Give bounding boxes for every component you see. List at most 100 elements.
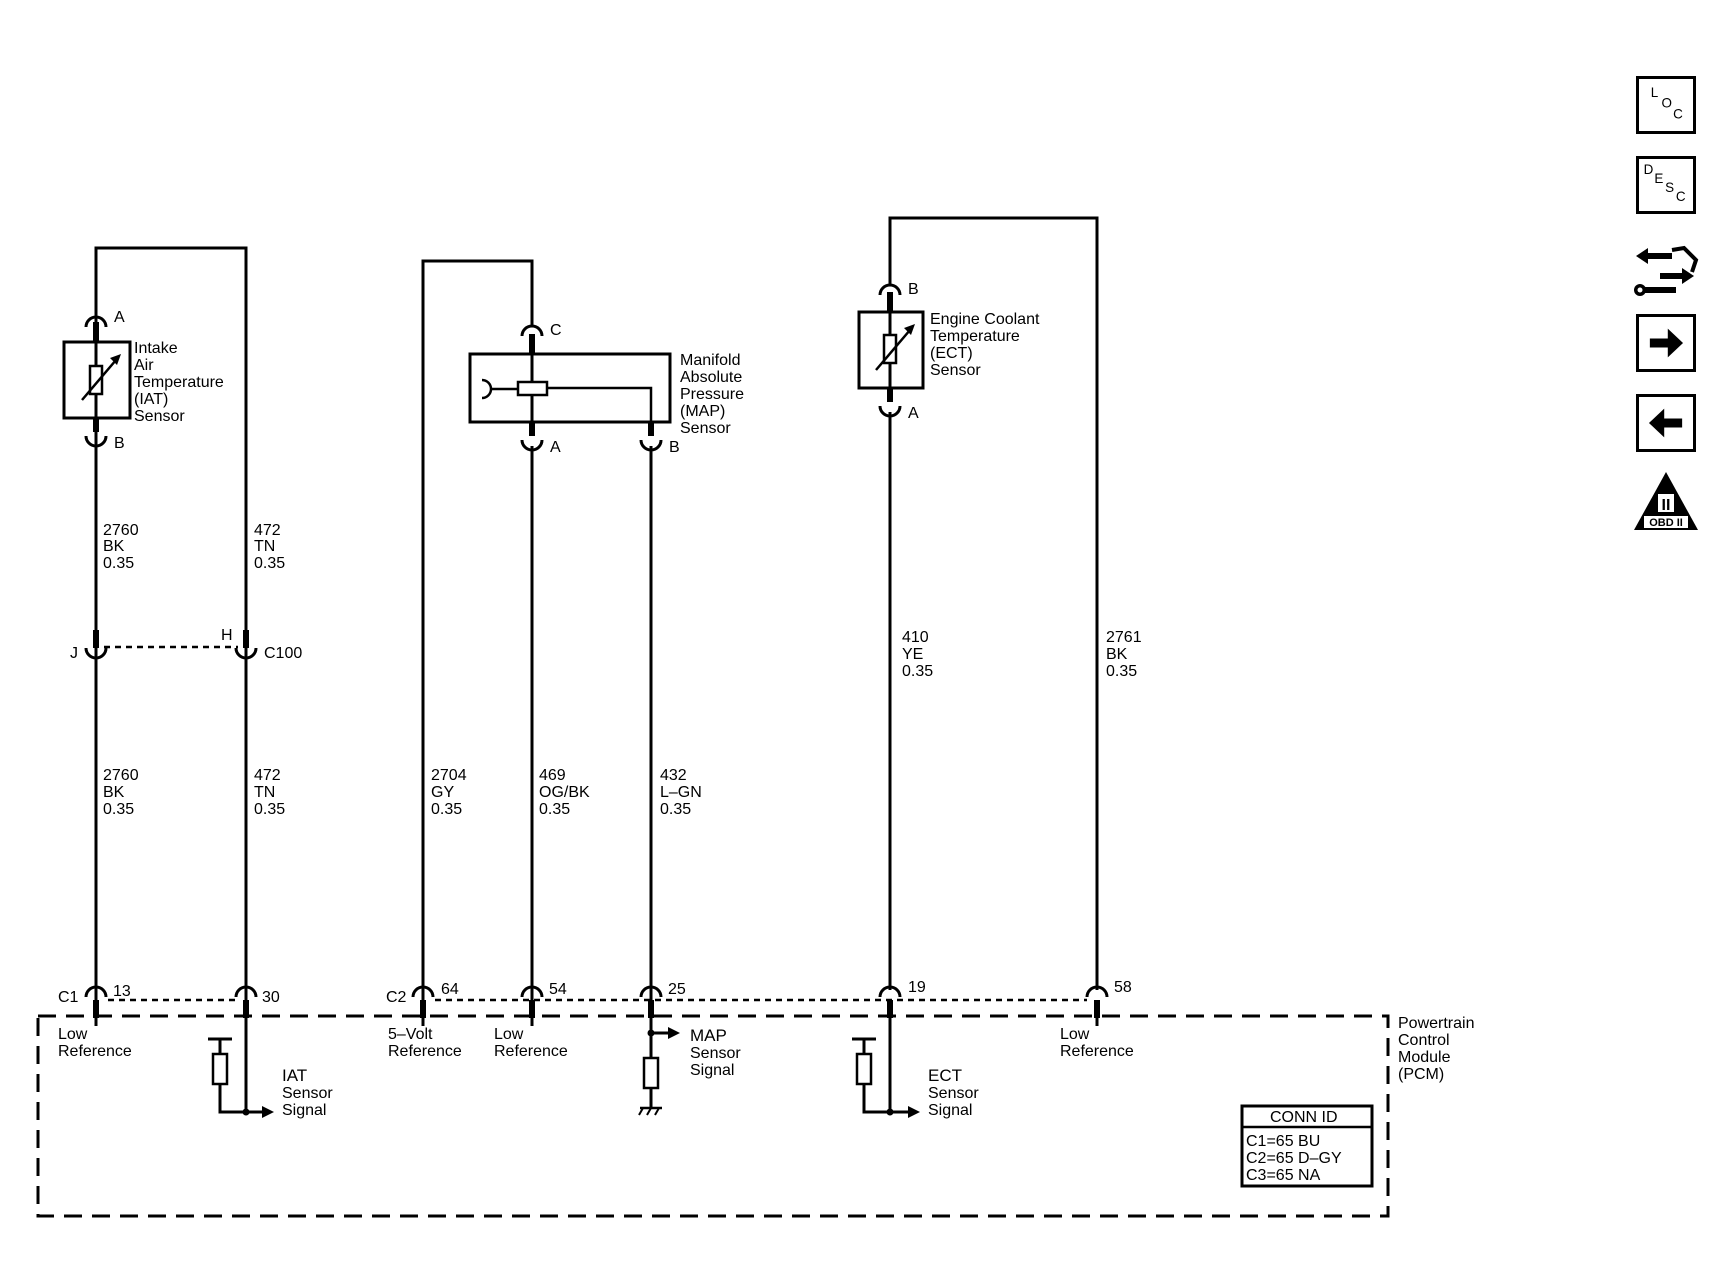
pcm-module-boundary — [36, 1014, 1390, 1218]
svg-text:472: 472 — [254, 767, 281, 784]
connector-iat-b — [84, 435, 108, 448]
svg-text:2760: 2760 — [103, 767, 139, 784]
map-sensor-label: Manifold Absolute Pressure (MAP) Sensor — [680, 352, 744, 437]
svg-text:D: D — [1644, 162, 1654, 177]
wire-label-2761: 2761 BK 0.35 — [1106, 629, 1142, 680]
iat-pin-b: B — [114, 435, 125, 452]
svg-text:E: E — [1654, 171, 1663, 186]
wrench-connector-icon — [1634, 245, 1699, 296]
svg-text:C: C — [1673, 106, 1683, 121]
map-internal-circuit — [638, 1018, 680, 1116]
svg-text:(MAP): (MAP) — [680, 403, 725, 420]
svg-text:472: 472 — [254, 522, 281, 539]
svg-text:Powertrain: Powertrain — [1398, 1015, 1474, 1032]
resistor-icon — [211, 1052, 229, 1086]
svg-text:BK: BK — [1106, 646, 1128, 663]
svg-text:432: 432 — [660, 767, 687, 784]
iat-circuit: A B Intake Air Temperature (IAT) Sensor — [62, 246, 248, 1012]
svg-text:OBD II: OBD II — [1649, 517, 1683, 529]
ect-pin-b: B — [908, 281, 919, 298]
svg-text:Reference: Reference — [1060, 1043, 1134, 1060]
svg-text:410: 410 — [902, 629, 929, 646]
map-circuit: C A B Manifold Absolute Pressure (MAP) S… — [421, 259, 744, 1012]
map-pin-c: C — [550, 322, 562, 339]
connector-ect-b — [878, 283, 902, 296]
pcm-connector-row: C1 13 30 C2 64 54 25 19 58 — [58, 979, 1132, 1018]
arrow-right-icon — [262, 1106, 274, 1118]
previous-page-button[interactable] — [1636, 394, 1696, 452]
obd-ii-warning-icon: II OBD II — [1634, 472, 1698, 530]
loc-button[interactable]: L O C — [1636, 76, 1696, 134]
iat-pullup-circuit — [208, 1018, 274, 1118]
conn-id-table: CONN ID C1=65 BU C2=65 D–GY C3=65 NA — [1240, 1104, 1374, 1188]
svg-text:Manifold: Manifold — [680, 352, 740, 369]
svg-text:Air: Air — [134, 357, 154, 374]
svg-text:Signal: Signal — [282, 1102, 326, 1119]
svg-text:Signal: Signal — [928, 1102, 972, 1119]
arrow-right-icon — [668, 1027, 680, 1039]
svg-text:(PCM): (PCM) — [1398, 1066, 1444, 1083]
svg-text:GY: GY — [431, 784, 454, 801]
svg-text:BK: BK — [103, 784, 125, 801]
next-page-button[interactable] — [1636, 314, 1696, 372]
pcm-pin-58: 58 — [1114, 979, 1132, 996]
svg-text:C: C — [1676, 189, 1686, 204]
pcm-pin-64: 64 — [441, 981, 459, 998]
svg-text:Low: Low — [494, 1026, 524, 1043]
svg-text:Absolute: Absolute — [680, 369, 742, 386]
svg-text:5–Volt: 5–Volt — [388, 1026, 433, 1043]
svg-text:0.35: 0.35 — [103, 801, 134, 818]
svg-text:Reference: Reference — [388, 1043, 462, 1060]
pcm-5volt-reference: 5–Volt Reference — [388, 1026, 462, 1060]
schematic-tool-button[interactable] — [1632, 240, 1700, 302]
ect-sensor-label: Engine Coolant Temperature (ECT) Sensor — [930, 311, 1040, 379]
pcm-low-reference-1: Low Reference — [58, 1026, 132, 1060]
wire-label-469: 469 OG/BK 0.35 — [539, 767, 590, 818]
svg-text:TN: TN — [254, 784, 275, 801]
map-pin-b: B — [669, 439, 680, 456]
arrow-right-icon — [1649, 328, 1684, 358]
svg-text:2761: 2761 — [1106, 629, 1142, 646]
svg-text:(IAT): (IAT) — [134, 391, 168, 408]
wire-2704 — [421, 259, 534, 1012]
pcm-pin-25: 25 — [668, 981, 686, 998]
svg-text:Sensor: Sensor — [680, 420, 731, 437]
conn-id-row: C2=65 D–GY — [1246, 1150, 1342, 1167]
wire-label-472-upper: 472 TN 0.35 — [254, 522, 285, 572]
svg-text:Sensor: Sensor — [134, 408, 185, 425]
c100-pin-j: J — [70, 645, 78, 662]
svg-text:0.35: 0.35 — [539, 801, 570, 818]
conn-id-row: C3=65 NA — [1246, 1167, 1321, 1184]
svg-text:2704: 2704 — [431, 767, 467, 784]
desc-button[interactable]: D E S C — [1636, 156, 1696, 214]
svg-text:Reference: Reference — [494, 1043, 568, 1060]
svg-text:Sensor: Sensor — [928, 1085, 979, 1102]
wire-label-432: 432 L–GN 0.35 — [660, 767, 702, 818]
svg-text:BK: BK — [103, 538, 125, 555]
wire-label-410: 410 YE 0.35 — [902, 629, 933, 680]
svg-text:II: II — [1662, 497, 1671, 514]
svg-text:Engine Coolant: Engine Coolant — [930, 311, 1040, 328]
svg-text:Module: Module — [1398, 1049, 1451, 1066]
ect-pullup-circuit — [852, 1018, 920, 1118]
obd-ii-button[interactable]: II OBD II — [1632, 470, 1700, 532]
svg-text:YE: YE — [902, 646, 923, 663]
wire-label-2704: 2704 GY 0.35 — [431, 767, 467, 818]
svg-text:Sensor: Sensor — [930, 362, 981, 379]
c100-pin-h: H — [221, 627, 233, 644]
arrow-right-icon — [908, 1106, 920, 1118]
svg-text:Low: Low — [1060, 1026, 1090, 1043]
wire-label-2760-lower: 2760 BK 0.35 — [103, 767, 139, 818]
svg-text:MAP: MAP — [690, 1026, 727, 1045]
ect-circuit: B A Engine Coolant Temperature (ECT) Sen… — [857, 216, 1099, 990]
svg-text:Temperature: Temperature — [930, 328, 1020, 345]
svg-text:0.35: 0.35 — [660, 801, 691, 818]
svg-text:(ECT): (ECT) — [930, 345, 973, 362]
iat-sensor-signal-label: IAT Sensor Signal — [282, 1066, 333, 1119]
connector-c100: J H C100 — [70, 627, 302, 662]
svg-text:Pressure: Pressure — [680, 386, 744, 403]
svg-text:IAT: IAT — [282, 1066, 307, 1085]
svg-text:0.35: 0.35 — [254, 555, 285, 572]
svg-text:0.35: 0.35 — [103, 555, 134, 572]
connector-map-c — [520, 324, 544, 337]
